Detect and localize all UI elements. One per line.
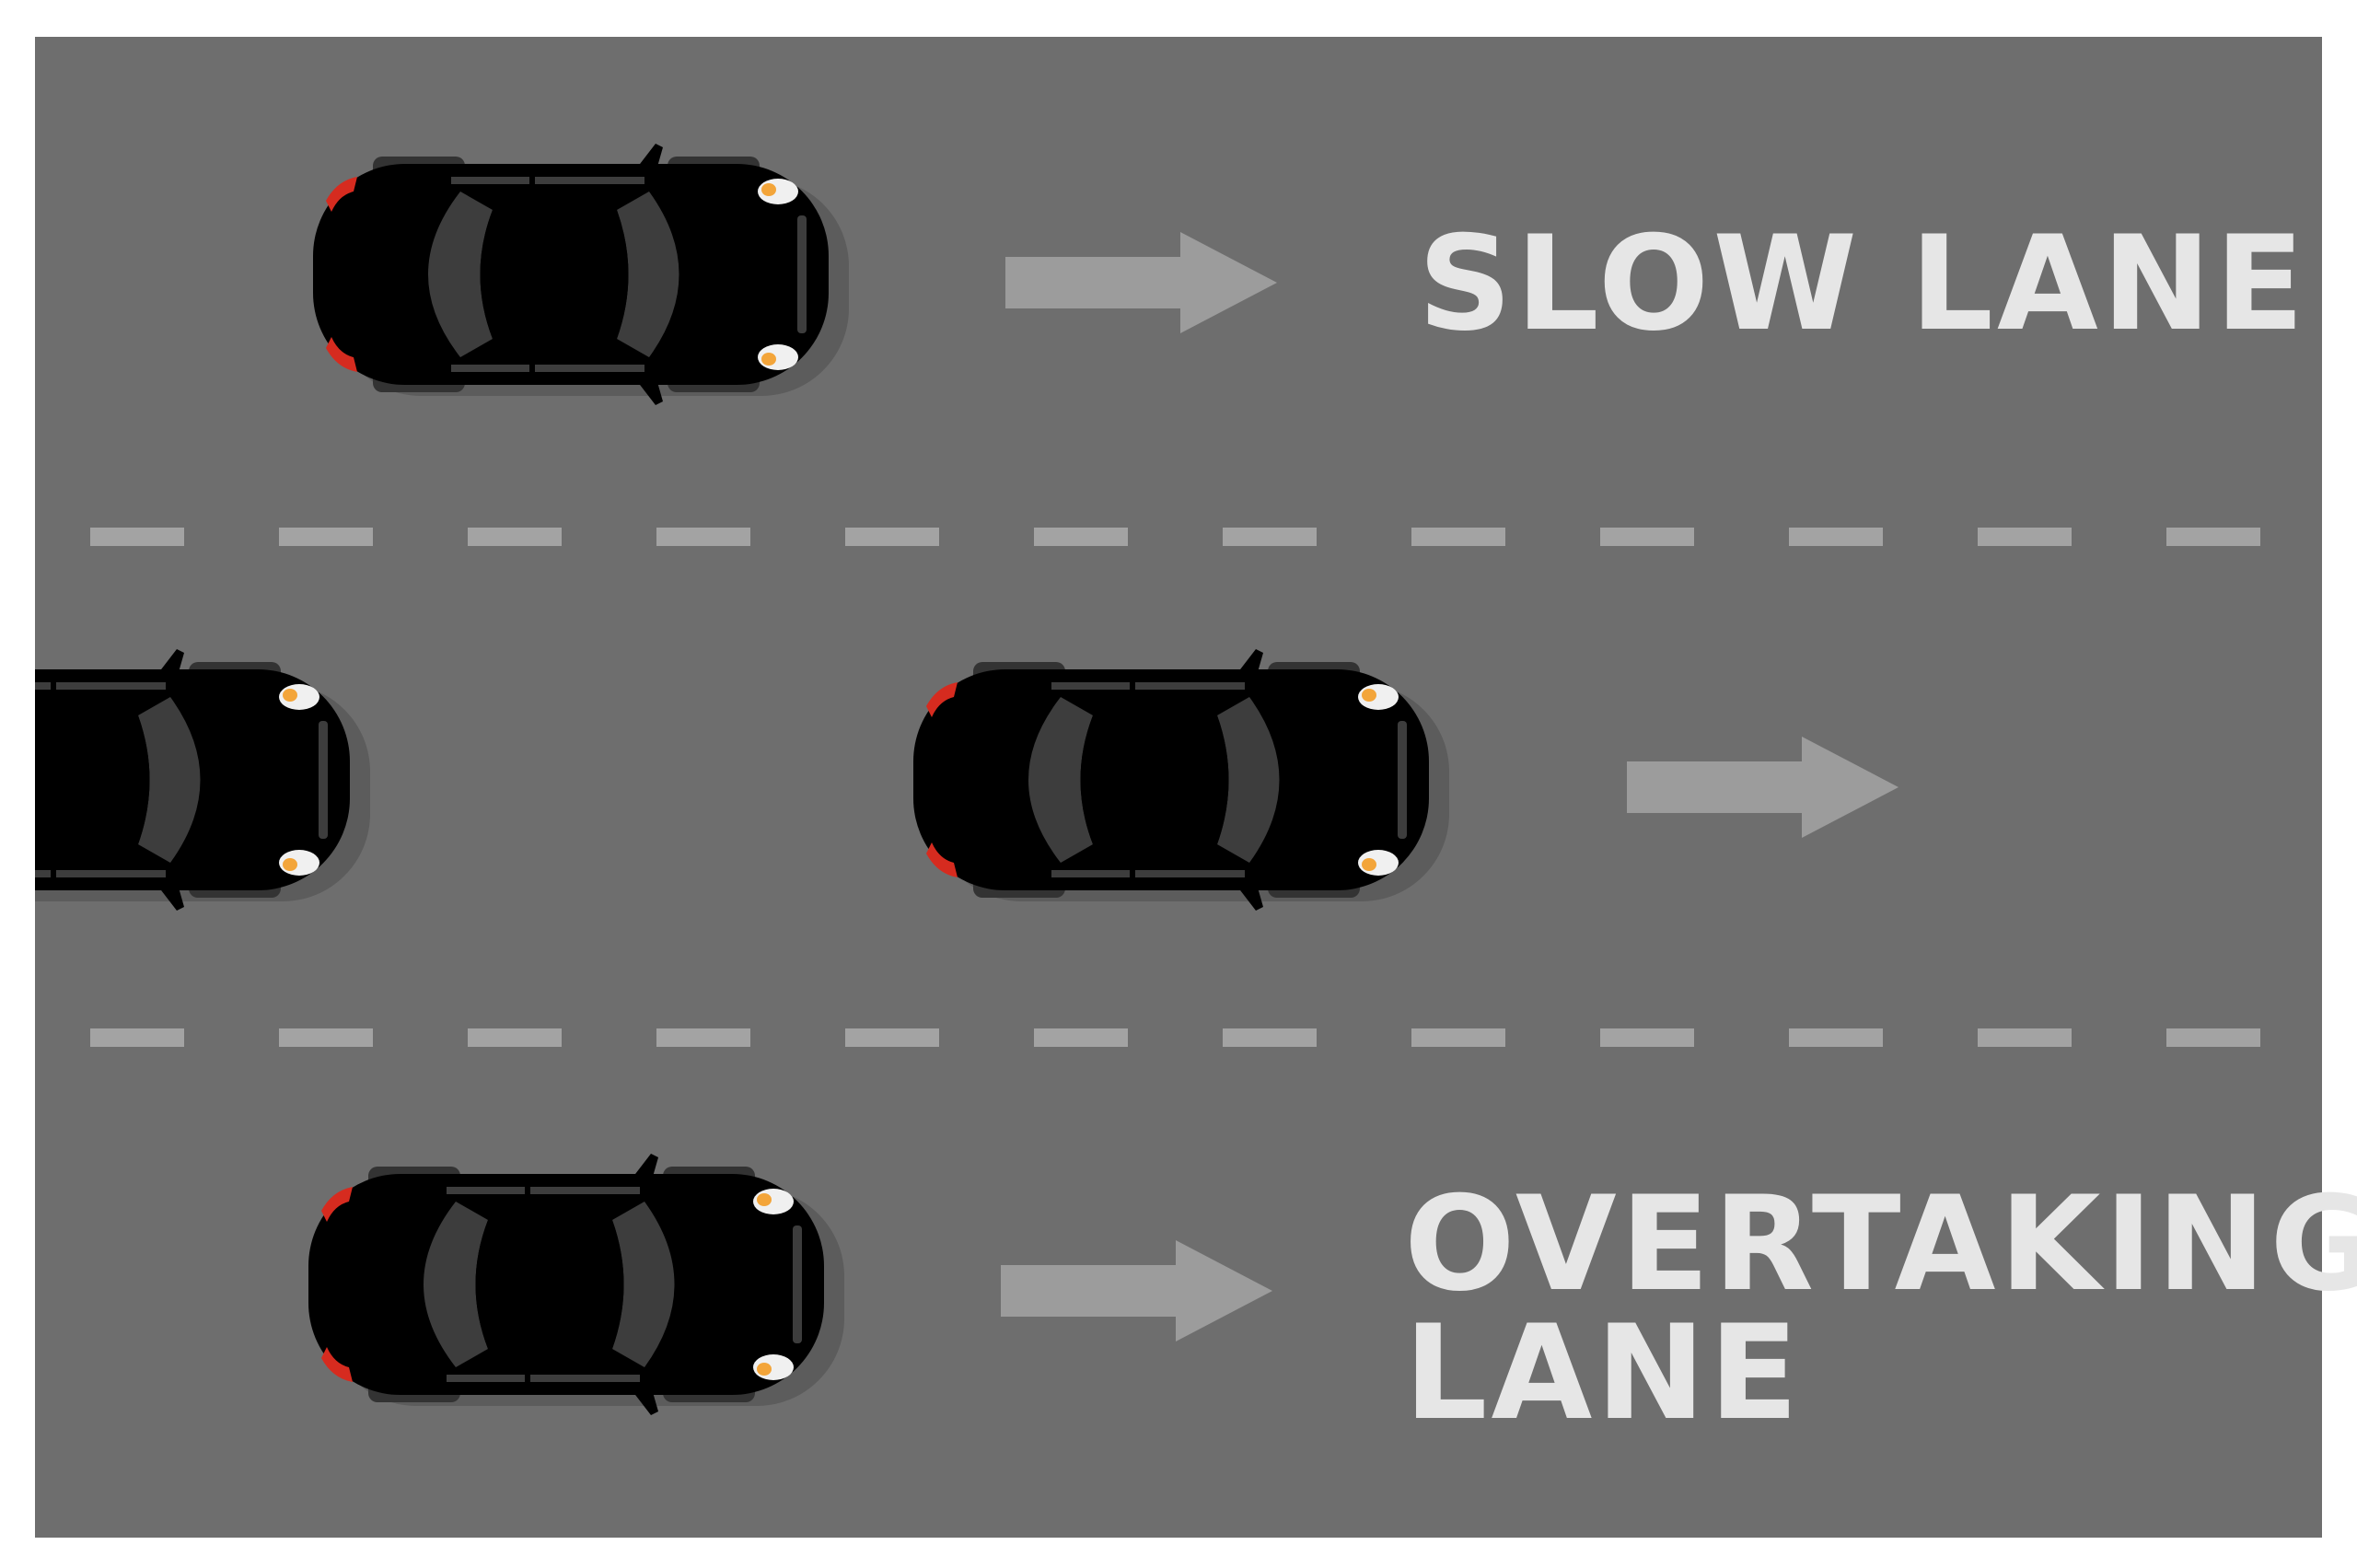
lane-dash <box>656 528 750 546</box>
yellow-car <box>913 649 1449 911</box>
lane-dash <box>1223 528 1317 546</box>
lane-dash <box>1789 528 1883 546</box>
lane-dash <box>1034 1028 1128 1047</box>
lane-dash <box>90 1028 184 1047</box>
lane-dash <box>845 528 939 546</box>
lane-dash <box>90 528 184 546</box>
lane-dash <box>468 528 562 546</box>
lane-dash <box>845 1028 939 1047</box>
lane-dash <box>2166 528 2260 546</box>
slow-lane-label: SLOW LANE <box>1418 208 2308 360</box>
lane-dash <box>1034 528 1128 546</box>
lane-dash <box>1789 1028 1883 1047</box>
lane-dash <box>656 1028 750 1047</box>
lane-dash <box>1223 1028 1317 1047</box>
blue-car <box>308 1154 844 1415</box>
lane-dash <box>1600 528 1694 546</box>
overtaking-lane-label-line2: LANE <box>1404 1297 1802 1449</box>
overtaking-lane-label-line1: OVERTAKING <box>1404 1168 2357 1320</box>
lane-dash <box>1600 1028 1694 1047</box>
lane-dash <box>468 1028 562 1047</box>
lane-dash <box>279 1028 373 1047</box>
lane-dash <box>1978 528 2072 546</box>
lane-dash <box>1411 1028 1505 1047</box>
lane-dash <box>1411 528 1505 546</box>
lane-dash <box>279 528 373 546</box>
lane-dash <box>2166 1028 2260 1047</box>
lane-divider-bottom <box>90 1028 2260 1047</box>
white-car <box>313 144 849 405</box>
lane-dash <box>1978 1028 2072 1047</box>
lane-divider-top <box>90 528 2260 546</box>
